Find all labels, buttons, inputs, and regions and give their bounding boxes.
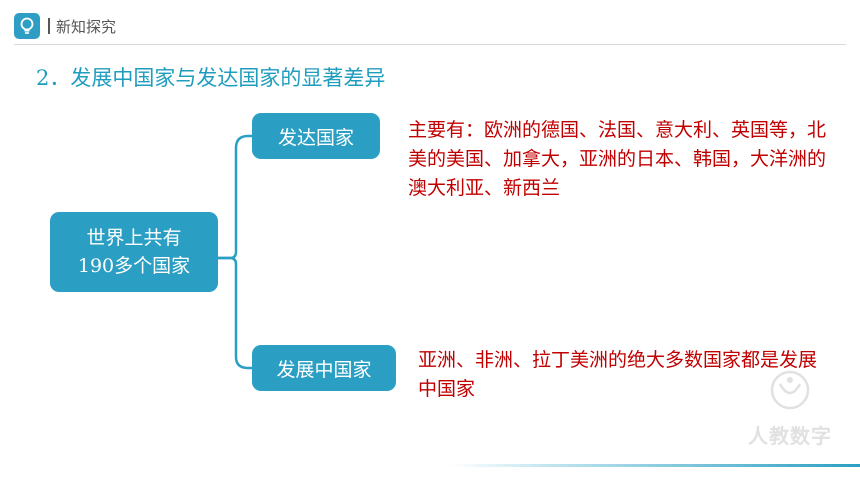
developing-countries-node: 发展中国家	[252, 345, 396, 391]
lightbulb-icon	[14, 13, 40, 39]
developed-countries-description: 主要有：欧洲的德国、法国、意大利、英国等，北美的美国、加拿大，亚洲的日本、韩国，…	[408, 119, 827, 199]
watermark: 人教数字	[740, 368, 840, 448]
header: 新知探究	[14, 12, 116, 40]
watermark-text: 人教数字	[748, 424, 832, 448]
header-separator	[48, 18, 50, 34]
root-node: 世界上共有 190多个国家	[50, 212, 218, 292]
section-title: 2．发展中国家与发达国家的显著差异	[36, 66, 386, 90]
root-node-line2: 190多个国家	[77, 255, 191, 277]
bottom-accent-bar	[450, 464, 860, 467]
watermark-logo-icon	[770, 370, 810, 410]
root-node-line1: 世界上共有	[86, 227, 182, 249]
developed-countries-node: 发达国家	[252, 113, 380, 159]
header-divider	[14, 44, 846, 45]
developing-countries-description: 亚洲、非洲、拉丁美洲的绝大多数国家都是发展中国家	[418, 349, 818, 400]
header-title: 新知探究	[56, 17, 117, 36]
